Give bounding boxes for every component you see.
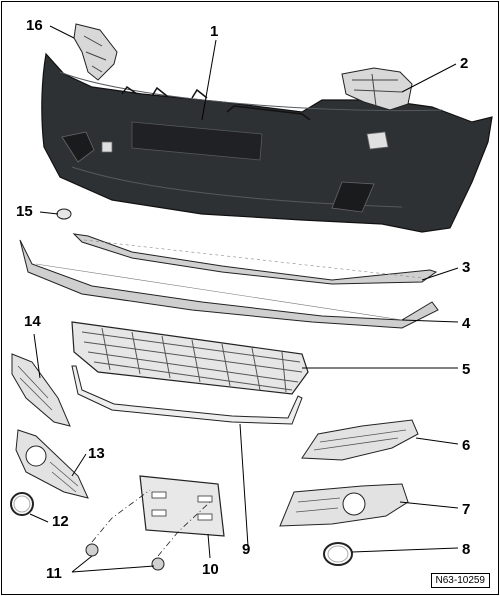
callout-14: 14 [24,313,41,330]
part-6-right-side-grille [301,419,419,461]
callout-3: 3 [462,259,470,276]
callout-4: 4 [462,315,471,332]
part-1-bumper-cover [41,52,493,233]
callout-16: 16 [26,17,43,34]
callout-1: 1 [210,23,218,40]
part-10-plate-holder [139,475,225,537]
callout-12: 12 [52,513,69,530]
callout-9: 9 [242,541,250,558]
callout-8: 8 [462,541,470,558]
part-7-right-foglight-grille [279,483,409,527]
callout-11: 11 [46,565,62,582]
part-5-centre-grille [71,321,309,395]
part-11-fasteners [85,489,211,571]
callout-7: 7 [462,501,470,518]
callout-15: 15 [16,203,33,220]
part-4-lower-spoiler [19,239,439,329]
part-12-left-ring [10,492,34,516]
callout-5: 5 [462,361,470,378]
leader-lines [29,25,459,573]
part-2-right-bracket [341,67,413,111]
callout-6: 6 [462,437,470,454]
callout-2: 2 [460,55,468,72]
callout-10: 10 [202,561,219,578]
part-15-cap [56,208,72,220]
reference-code-label: N63-10259 [430,573,490,588]
callout-labels: 16 1 2 15 3 4 14 5 6 13 7 12 9 8 10 11 [16,17,471,582]
part-13-left-foglight-grille [15,429,89,499]
part-8-right-ring [323,542,353,566]
callout-13: 13 [88,445,105,462]
part-16-left-bracket [73,23,118,81]
part-9-chrome-strip [71,365,303,425]
part-3-trim-strip [72,233,438,285]
part-14-left-side-grille [11,353,71,427]
